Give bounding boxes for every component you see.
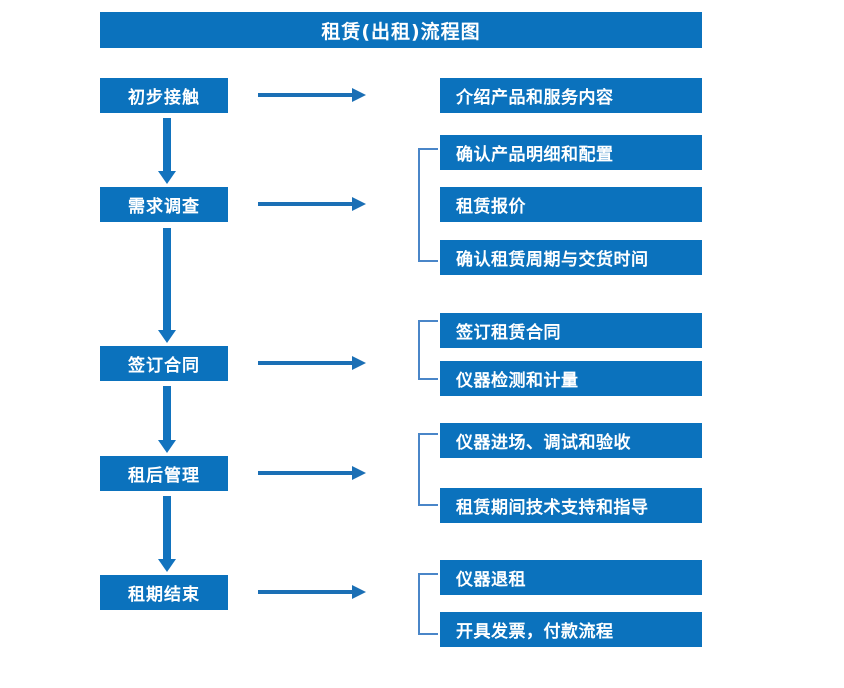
group-bracket-5 [418,573,438,635]
horizontal-arrow-4 [258,466,366,480]
arrow-head [158,559,176,572]
arrow-head [352,356,366,370]
arrow-head [352,466,366,480]
detail-box-5[interactable]: 签订租赁合同 [440,313,702,348]
horizontal-arrow-2 [258,197,366,211]
group-bracket-4 [418,433,438,506]
detail-box-2[interactable]: 确认产品明细和配置 [440,135,702,170]
detail-box-8[interactable]: 租赁期间技术支持和指导 [440,488,702,523]
vertical-arrow-2 [158,228,176,343]
horizontal-arrow-3 [258,356,366,370]
arrow-head [158,171,176,184]
detail-box-9[interactable]: 仪器退租 [440,560,702,595]
arrow-shaft [258,202,352,206]
horizontal-arrow-5 [258,585,366,599]
horizontal-arrow-1 [258,88,366,102]
arrow-shaft [163,118,171,171]
stage-box-3[interactable]: 签订合同 [100,346,228,381]
arrow-shaft [163,496,171,559]
arrow-shaft [163,386,171,440]
arrow-head [352,88,366,102]
detail-box-10[interactable]: 开具发票，付款流程 [440,612,702,647]
vertical-arrow-4 [158,496,176,572]
page-title: 租赁(出租)流程图 [100,12,702,48]
group-bracket-2 [418,148,438,262]
arrow-head [158,330,176,343]
vertical-arrow-1 [158,118,176,184]
arrow-head [158,440,176,453]
detail-box-7[interactable]: 仪器进场、调试和验收 [440,423,702,458]
group-bracket-3 [418,320,438,380]
arrow-shaft [258,590,352,594]
arrow-head [352,585,366,599]
arrow-shaft [163,228,171,330]
arrow-shaft [258,93,352,97]
stage-box-1[interactable]: 初步接触 [100,78,228,113]
detail-box-1[interactable]: 介绍产品和服务内容 [440,78,702,113]
arrow-shaft [258,471,352,475]
arrow-shaft [258,361,352,365]
detail-box-4[interactable]: 确认租赁周期与交货时间 [440,240,702,275]
stage-box-2[interactable]: 需求调查 [100,187,228,222]
stage-box-4[interactable]: 租后管理 [100,456,228,491]
detail-box-3[interactable]: 租赁报价 [440,187,702,222]
detail-box-6[interactable]: 仪器检测和计量 [440,361,702,396]
vertical-arrow-3 [158,386,176,453]
arrow-head [352,197,366,211]
stage-box-5[interactable]: 租期结束 [100,575,228,610]
